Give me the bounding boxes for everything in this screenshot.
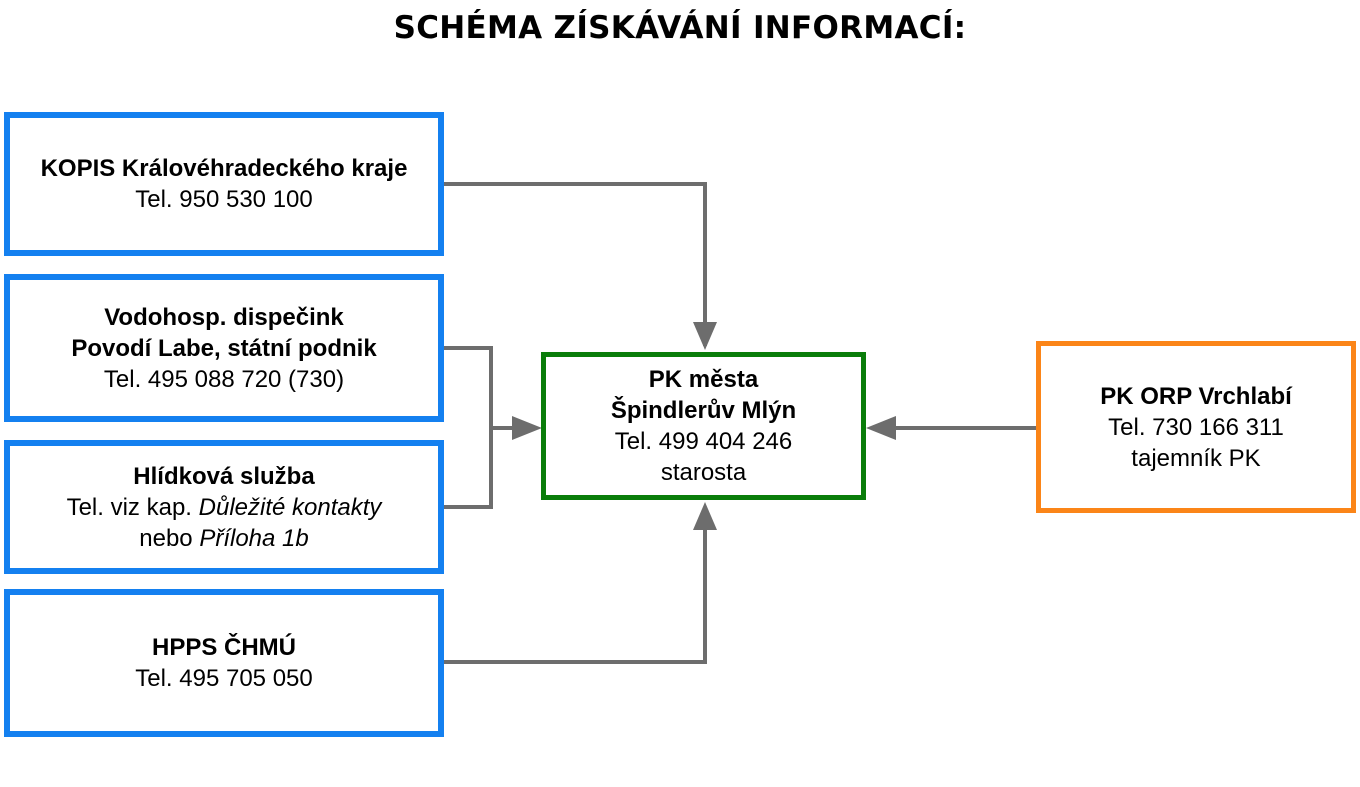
hlidkova-tel-ref: Důležité kontakty — [198, 493, 382, 521]
arrowhead-orp — [866, 416, 896, 440]
pk-mesta-line1: PK města — [648, 366, 759, 393]
hlidkova-tel-prefix: Tel. viz kap. — [66, 493, 192, 521]
kopis-name: KOPIS Královéhradeckého kraje — [40, 155, 408, 182]
arrowhead-kopis — [693, 322, 717, 350]
pk-mesta-role: starosta — [660, 459, 747, 486]
pk-orp-name: PK ORP Vrchlabí — [1100, 382, 1292, 410]
hpps-box: HPPS ČHMÚ Tel. 495 705 050 — [4, 589, 444, 737]
kopis-box: KOPIS Královéhradeckého kraje Tel. 950 5… — [4, 112, 444, 256]
pk-mesta-box: PK města Špindlerův Mlýn Tel. 499 404 24… — [541, 352, 866, 500]
arrow-hpps-to-pk — [444, 510, 707, 664]
vodohosp-line2: Povodí Labe, státní podnik — [71, 334, 377, 362]
diagram-title: SCHÉMA ZÍSKÁVÁNÍ INFORMACÍ: — [393, 10, 967, 46]
vodohosp-line1: Vodohosp. dispečink — [104, 303, 344, 331]
pk-orp-role: tajemník PK — [1131, 444, 1261, 472]
hlidkova-tel-line: Tel. viz kap. Důležité kontakty — [67, 492, 382, 523]
arrowhead-hpps — [693, 502, 717, 530]
vodohosp-tel: Tel. 495 088 720 (730) — [103, 365, 345, 393]
kopis-tel: Tel. 950 530 100 — [135, 186, 313, 213]
line-hlidkova — [444, 428, 493, 509]
pk-orp-box: PK ORP Vrchlabí Tel. 730 166 311 tajemní… — [1036, 341, 1356, 513]
hpps-name: HPPS ČHMÚ — [151, 634, 296, 661]
line-vodohosp — [444, 346, 493, 428]
pk-orp-tel: Tel. 730 166 311 — [1108, 413, 1284, 441]
hpps-tel: Tel. 495 705 050 — [135, 665, 313, 692]
pk-mesta-line2: Špindlerův Mlýn — [610, 397, 797, 424]
hlidkova-or: nebo — [139, 524, 193, 552]
hlidkova-annex: Příloha 1b — [199, 524, 309, 552]
hlidkova-name: Hlídková služba — [133, 462, 315, 490]
pk-mesta-tel: Tel. 499 404 246 — [614, 428, 793, 455]
vodohosp-box: Vodohosp. dispečink Povodí Labe, státní … — [4, 274, 444, 422]
arrow-kopis-to-pk — [444, 182, 707, 346]
arrowhead-merge — [512, 416, 542, 440]
hlidkova-annex-line: nebo Příloha 1b — [139, 523, 308, 554]
hlidkova-box: Hlídková služba Tel. viz kap. Důležité k… — [4, 440, 444, 574]
